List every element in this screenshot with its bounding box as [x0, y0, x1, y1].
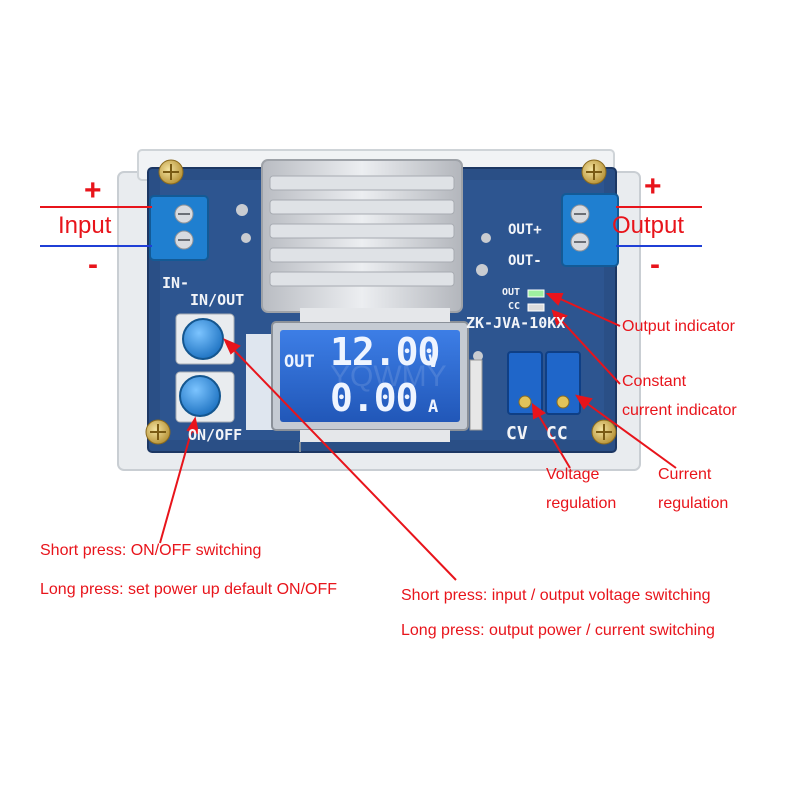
cc-led: [527, 303, 545, 312]
current-regulation-callout-line2: regulation: [658, 495, 729, 512]
in-out-label: IN/OUT: [190, 291, 245, 309]
constant-current-callout-line1: Constant: [622, 373, 687, 390]
out-plus-label: OUT+: [508, 222, 542, 238]
constant-current-callout-line2: current indicator: [622, 402, 737, 419]
input-minus-sign: -: [88, 248, 98, 281]
onoff-short-press-callout: Short press: ON/OFF switching: [40, 542, 262, 559]
voltage-regulation-callout-line1: Voltage: [546, 466, 600, 483]
lcd-current-unit: A: [428, 397, 439, 417]
output-plus-sign: +: [644, 170, 662, 203]
on-off-label: ON/OFF: [188, 426, 243, 444]
screw-icon: [158, 159, 184, 185]
svg-text:YQWMY: YQWMY: [330, 360, 447, 393]
output-minus-sign: -: [650, 248, 660, 281]
cc-label: CC: [546, 423, 568, 444]
current-potentiometer[interactable]: [545, 351, 581, 415]
in-minus-label: IN-: [162, 274, 190, 292]
out-minus-label: OUT-: [508, 253, 542, 269]
screw-icon: [581, 159, 607, 185]
led-out-label: OUT: [502, 287, 521, 298]
lcd-voltage-unit: V: [428, 352, 439, 372]
output-terminal: [561, 193, 619, 267]
on-off-button[interactable]: [175, 371, 235, 423]
input-label: Input: [58, 212, 112, 239]
in-out-button[interactable]: [175, 313, 235, 365]
callout-arrows: [159, 293, 677, 581]
inout-long-press-callout: Long press: output power / current switc…: [401, 622, 715, 639]
onoff-long-press-callout: Long press: set power up default ON/OFF: [40, 581, 338, 598]
model-label: ZK-JVA-10KX: [466, 314, 566, 332]
lcd-current: 0.00: [330, 376, 419, 420]
output-indicator-callout: Output indicator: [622, 318, 735, 335]
output-label: Output: [612, 212, 685, 239]
current-regulation-callout-line1: Current: [658, 466, 712, 483]
input-plus-sign: +: [84, 174, 102, 207]
lcd-voltage: 12.00: [330, 330, 440, 374]
input-terminal: [149, 195, 209, 261]
lcd-mode: OUT: [284, 352, 315, 372]
cv-label: CV: [506, 423, 528, 444]
output-led: [527, 289, 545, 298]
inout-short-press-callout: Short press: input / output voltage swit…: [401, 587, 711, 604]
voltage-potentiometer[interactable]: [507, 351, 543, 415]
screw-icon: [591, 419, 617, 445]
led-cc-label: CC: [508, 301, 521, 312]
voltage-regulation-callout-line2: regulation: [546, 495, 617, 512]
screw-icon: [145, 419, 171, 445]
heat-sink: [261, 159, 463, 313]
lcd-display: [246, 308, 469, 452]
